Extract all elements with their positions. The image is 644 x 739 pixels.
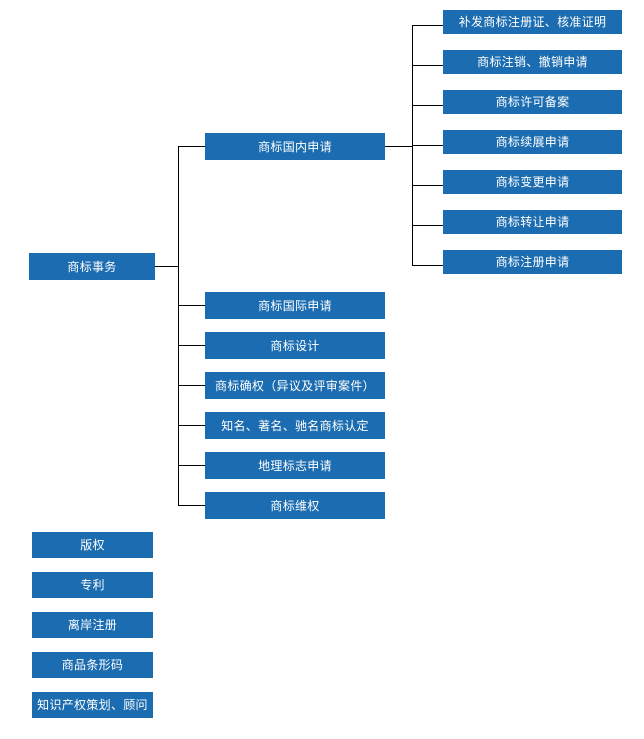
node-level3-assignment-application[interactable]: 商标转让申请 [443,210,622,234]
connector-level2-branch [178,345,206,346]
connector-level3-stem [385,146,413,147]
connector-level2-trunk [178,146,179,506]
connector-level3-branch [412,65,444,66]
connector-level2-branch [178,305,206,306]
node-level2-rights-confirmation[interactable]: 商标确权（异议及评审案件） [205,372,385,399]
node-level3-cancellation-application[interactable]: 商标注销、撤销申请 [443,50,622,74]
connector-level3-branch [412,225,444,226]
node-aside-barcode[interactable]: 商品条形码 [32,652,153,678]
node-aside-offshore-registration[interactable]: 离岸注册 [32,612,153,638]
node-level3-renewal-application[interactable]: 商标续展申请 [443,130,622,154]
connector-level2-branch [178,505,206,506]
node-aside-patent[interactable]: 专利 [32,572,153,598]
node-level2-trademark-design[interactable]: 商标设计 [205,332,385,359]
node-level2-domestic-application[interactable]: 商标国内申请 [205,133,385,160]
node-level3-reissue-certificate[interactable]: 补发商标注册证、核准证明 [443,10,622,34]
connector-level3-branch [412,105,444,106]
node-level2-geographic-indication[interactable]: 地理标志申请 [205,452,385,479]
connector-level3-branch [412,145,444,146]
node-level2-famous-mark-recognition[interactable]: 知名、著名、驰名商标认定 [205,412,385,439]
connector-root-stem [155,266,179,267]
node-level3-license-recordal[interactable]: 商标许可备案 [443,90,622,114]
connector-level2-branch [178,385,206,386]
connector-level3-branch [412,25,444,26]
node-level3-amendment-application[interactable]: 商标变更申请 [443,170,622,194]
connector-level3-branch [412,185,444,186]
connector-level2-branch [178,146,206,147]
connector-level3-branch [412,265,444,266]
connector-level2-branch [178,425,206,426]
node-aside-ip-consulting[interactable]: 知识产权策划、顾问 [32,692,153,718]
node-aside-copyright[interactable]: 版权 [32,532,153,558]
node-level3-registration-application[interactable]: 商标注册申请 [443,250,622,274]
connector-level2-branch [178,465,206,466]
node-root-trademark-affairs[interactable]: 商标事务 [29,253,155,280]
node-level2-rights-protection[interactable]: 商标维权 [205,492,385,519]
node-level2-international-application[interactable]: 商标国际申请 [205,292,385,319]
